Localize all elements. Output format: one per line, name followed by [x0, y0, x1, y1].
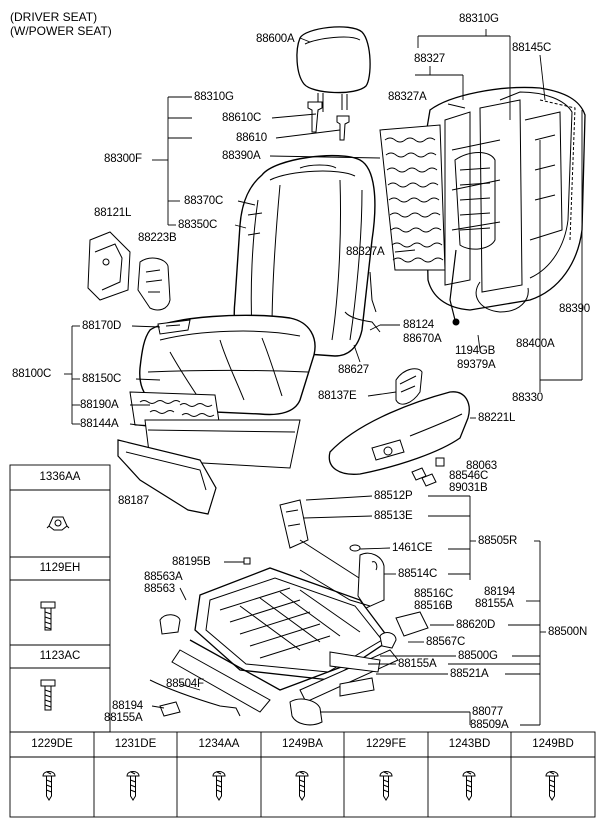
side-bracket-icon	[87, 231, 131, 301]
bolt-icon	[40, 679, 56, 711]
label-88187: 88187	[118, 495, 149, 507]
label-88627: 88627	[338, 364, 369, 376]
seat-back-frame-icon	[424, 86, 586, 326]
label-88390A: 88390A	[222, 150, 261, 162]
label-88567C: 88567C	[426, 636, 466, 648]
label-88327A-mid: 88327A	[346, 246, 385, 258]
recliner-knob-icon	[395, 368, 423, 405]
screw-icon	[42, 771, 56, 801]
label-88155A-mid: 88155A	[398, 658, 437, 670]
label-88150C: 88150C	[82, 373, 122, 385]
label-88155A-bottom: 88155A	[104, 712, 143, 724]
label-1461CE: 1461CE	[392, 542, 433, 554]
label-88310G-top: 88310G	[459, 13, 499, 25]
screw-icon	[295, 771, 309, 801]
label-88546C: 88546C	[449, 470, 489, 482]
label-89379A: 89379A	[457, 359, 496, 371]
label-88155A-right: 88155A	[475, 598, 514, 610]
label-88195B: 88195B	[172, 556, 211, 568]
switch-icon	[411, 457, 445, 487]
header-line-1: (DRIVER SEAT)	[10, 10, 98, 24]
label-88124: 88124	[403, 319, 434, 331]
label-88300F: 88300F	[104, 153, 142, 165]
label-88670A: 88670A	[403, 333, 442, 345]
fastener-bottom-1: 1229DE	[31, 738, 73, 750]
screw-icon	[462, 771, 476, 801]
clip-nut-icon	[46, 516, 70, 531]
label-88516B: 88516B	[414, 600, 453, 612]
label-88327: 88327	[414, 53, 445, 65]
fastener-table-grid	[9, 464, 596, 818]
label-88505R: 88505R	[478, 535, 518, 547]
fastener-side-3: 1123AC	[39, 650, 81, 662]
fastener-side-1: 1336AA	[39, 471, 81, 483]
label-88504F: 88504F	[166, 678, 204, 690]
label-88194-right: 88194	[484, 586, 515, 598]
label-88500G: 88500G	[458, 650, 498, 662]
fastener-side-2: 1129EH	[39, 562, 81, 574]
label-88170D: 88170D	[82, 320, 122, 332]
screw-icon	[126, 771, 140, 801]
label-1194GB: 1194GB	[455, 345, 496, 357]
label-88516C: 88516C	[414, 588, 454, 600]
label-88077: 88077	[472, 706, 503, 718]
label-88190A: 88190A	[80, 399, 119, 411]
label-88350C: 88350C	[178, 219, 218, 231]
label-88512P: 88512P	[374, 490, 413, 502]
label-88620D: 88620D	[456, 619, 496, 631]
label-88563: 88563	[144, 583, 175, 595]
fastener-bottom-2: 1231DE	[114, 738, 157, 750]
label-88390: 88390	[559, 303, 590, 315]
side-cover-icon	[137, 257, 171, 311]
label-88137E: 88137E	[318, 390, 357, 402]
label-88563A: 88563A	[144, 571, 183, 583]
label-88370C: 88370C	[184, 195, 224, 207]
seat-track-frame-icon	[149, 499, 429, 726]
seat-cushion-icon	[139, 314, 316, 416]
label-88610C: 88610C	[222, 112, 262, 124]
label-88310G-left: 88310G	[194, 91, 234, 103]
label-88223B: 88223B	[138, 232, 177, 244]
label-88194-bottom: 88194	[112, 700, 143, 712]
bolt-icon	[40, 601, 56, 631]
screw-icon	[379, 771, 393, 801]
side-shield-icon	[328, 391, 470, 475]
fastener-bottom-5: 1229FE	[365, 738, 407, 750]
label-88400A: 88400A	[516, 338, 555, 350]
label-88509A: 88509A	[470, 719, 509, 731]
label-88063: 88063	[466, 460, 497, 472]
label-88327A-top: 88327A	[388, 91, 427, 103]
back-heater-pad-icon	[369, 124, 446, 313]
screw-icon	[545, 771, 559, 801]
headrest-guide-icon	[307, 101, 350, 141]
label-88600A: 88600A	[256, 33, 295, 45]
fastener-bottom-7: 1249BD	[532, 738, 574, 750]
label-88100C: 88100C	[12, 368, 52, 380]
label-88221L: 88221L	[478, 412, 516, 424]
fastener-bottom-6: 1243BD	[448, 738, 491, 750]
headrest-icon	[296, 26, 371, 112]
label-88514C: 88514C	[398, 568, 438, 580]
label-89031B: 89031B	[449, 482, 488, 494]
label-88121L: 88121L	[94, 207, 132, 219]
fastener-bottom-3: 1234AA	[198, 738, 240, 750]
leader-lines	[64, 29, 583, 726]
fastener-bottom-4: 1249BA	[282, 738, 323, 750]
label-88144A: 88144A	[80, 418, 119, 430]
header-line-2: (W/POWER SEAT)	[10, 24, 112, 38]
bottom-screws	[42, 771, 559, 801]
front-shield-icon	[117, 439, 217, 515]
label-88521A: 88521A	[450, 668, 489, 680]
screw-icon	[212, 771, 226, 801]
seat-back-cushion-icon	[233, 154, 381, 357]
label-88610: 88610	[236, 132, 267, 144]
label-88513E: 88513E	[374, 510, 413, 522]
label-88145C: 88145C	[512, 42, 552, 54]
label-88330: 88330	[512, 392, 543, 404]
label-88500N: 88500N	[548, 626, 588, 638]
